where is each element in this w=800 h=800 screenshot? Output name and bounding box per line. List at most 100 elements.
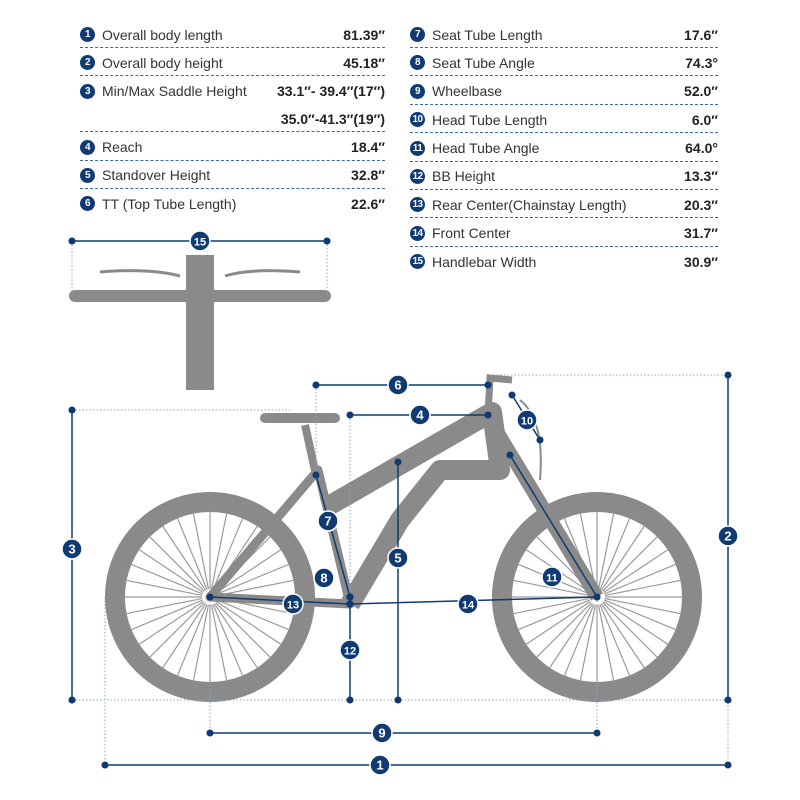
spoke bbox=[138, 600, 204, 646]
badge-number: 15 bbox=[194, 237, 206, 249]
number-badge: 7 bbox=[410, 27, 425, 42]
number-badge: 10 bbox=[410, 112, 425, 128]
endpoint-dot bbox=[346, 411, 354, 419]
spoke bbox=[148, 602, 205, 659]
number-badge: 6 bbox=[80, 196, 95, 212]
spec-value: 6.0″ bbox=[691, 111, 718, 128]
spoke bbox=[535, 602, 592, 659]
endpoint-dot bbox=[394, 696, 402, 704]
spoke bbox=[603, 548, 669, 594]
spoke bbox=[602, 535, 659, 592]
endpoint-dot bbox=[68, 237, 76, 245]
dimension-badge-7: 7 bbox=[317, 510, 339, 532]
badge-number: 13 bbox=[287, 600, 299, 612]
dimension-badge-9: 9 bbox=[371, 722, 393, 744]
spoke bbox=[138, 548, 204, 594]
endpoint-dot bbox=[536, 436, 544, 444]
spec-label: Seat Tube Angle bbox=[432, 54, 535, 71]
endpoint-dot bbox=[206, 593, 214, 601]
badge-number: 4 bbox=[416, 408, 424, 423]
spec-value: 45.18″ bbox=[343, 54, 385, 71]
spoke bbox=[217, 579, 295, 597]
spec-value: 22.6″ bbox=[351, 195, 385, 212]
dimension-badge-5: 5 bbox=[387, 547, 409, 569]
spec-label: Handlebar Width bbox=[432, 253, 537, 270]
spoke bbox=[604, 579, 682, 597]
endpoint-dot bbox=[394, 458, 402, 466]
bike-illustration bbox=[69, 255, 702, 702]
spoke bbox=[602, 602, 659, 659]
dimension-line-11 bbox=[509, 454, 598, 598]
endpoint-dot bbox=[593, 729, 601, 737]
badge-number: 8 bbox=[320, 571, 327, 586]
spoke bbox=[603, 600, 669, 646]
spoke bbox=[525, 600, 591, 646]
spoke bbox=[599, 604, 631, 677]
spec-value: 30.9″ bbox=[684, 253, 718, 270]
spoke bbox=[600, 525, 646, 591]
spoke bbox=[217, 599, 290, 631]
spoke bbox=[130, 563, 203, 595]
spoke bbox=[210, 512, 228, 590]
spoke bbox=[161, 525, 207, 591]
endpoint-dot bbox=[206, 729, 214, 737]
spec-label: Head Tube Length bbox=[432, 111, 548, 128]
dimension-badge-4: 4 bbox=[409, 404, 431, 426]
spoke bbox=[600, 603, 646, 669]
spoke bbox=[217, 563, 290, 595]
spoke bbox=[192, 512, 210, 590]
dimension-badge-15: 15 bbox=[189, 230, 211, 252]
spoke bbox=[161, 603, 207, 669]
stem-handlebar bbox=[484, 374, 513, 416]
spoke bbox=[512, 579, 590, 597]
spec-label: Overall body length bbox=[102, 26, 223, 43]
endpoint-dot bbox=[323, 237, 331, 245]
spec-label: Wheelbase bbox=[432, 83, 503, 100]
endpoint-dot bbox=[101, 761, 109, 769]
badge-number: 11 bbox=[546, 573, 558, 585]
endpoint-dot bbox=[724, 696, 732, 704]
spec-label: Overall body height bbox=[102, 54, 223, 71]
dimension-line-7 bbox=[315, 474, 351, 598]
spec-value: 74.3° bbox=[685, 54, 718, 71]
spec-value: 64.0° bbox=[685, 140, 718, 157]
endpoint-dot bbox=[724, 761, 732, 769]
badge-number: 5 bbox=[394, 551, 401, 566]
dimension-badge-13: 13 bbox=[282, 593, 304, 615]
endpoint-dot bbox=[724, 371, 732, 379]
spoke bbox=[212, 604, 244, 677]
dimension-badge-11: 11 bbox=[541, 566, 563, 588]
spoke bbox=[216, 548, 282, 594]
spoke bbox=[130, 599, 203, 631]
spec-label: TT (Top Tube Length) bbox=[102, 195, 237, 212]
spec-value: 17.6″ bbox=[684, 26, 718, 43]
endpoint-dot bbox=[508, 391, 516, 399]
main-frame bbox=[320, 402, 510, 610]
spec-row: 10 Head Tube Length 6.0″ bbox=[410, 107, 718, 134]
spoke bbox=[212, 517, 244, 590]
brake-cable bbox=[519, 399, 542, 481]
endpoint-dot bbox=[68, 406, 76, 414]
spec-label: Standover Height bbox=[102, 167, 211, 184]
badge-number: 14 bbox=[462, 600, 475, 612]
spec-label: Reach bbox=[102, 139, 143, 156]
spec-label: Rear Center(Chainstay Length) bbox=[432, 196, 627, 213]
dimension-badge-10: 10 bbox=[516, 409, 538, 431]
spoke bbox=[599, 517, 631, 590]
spoke bbox=[125, 579, 203, 597]
spec-value: 18.4″ bbox=[351, 139, 385, 156]
badge-number: 3 bbox=[68, 542, 75, 557]
endpoint-dot bbox=[346, 600, 354, 608]
spoke bbox=[517, 599, 590, 631]
spoke bbox=[176, 604, 208, 677]
badge-number: 2 bbox=[724, 529, 731, 544]
